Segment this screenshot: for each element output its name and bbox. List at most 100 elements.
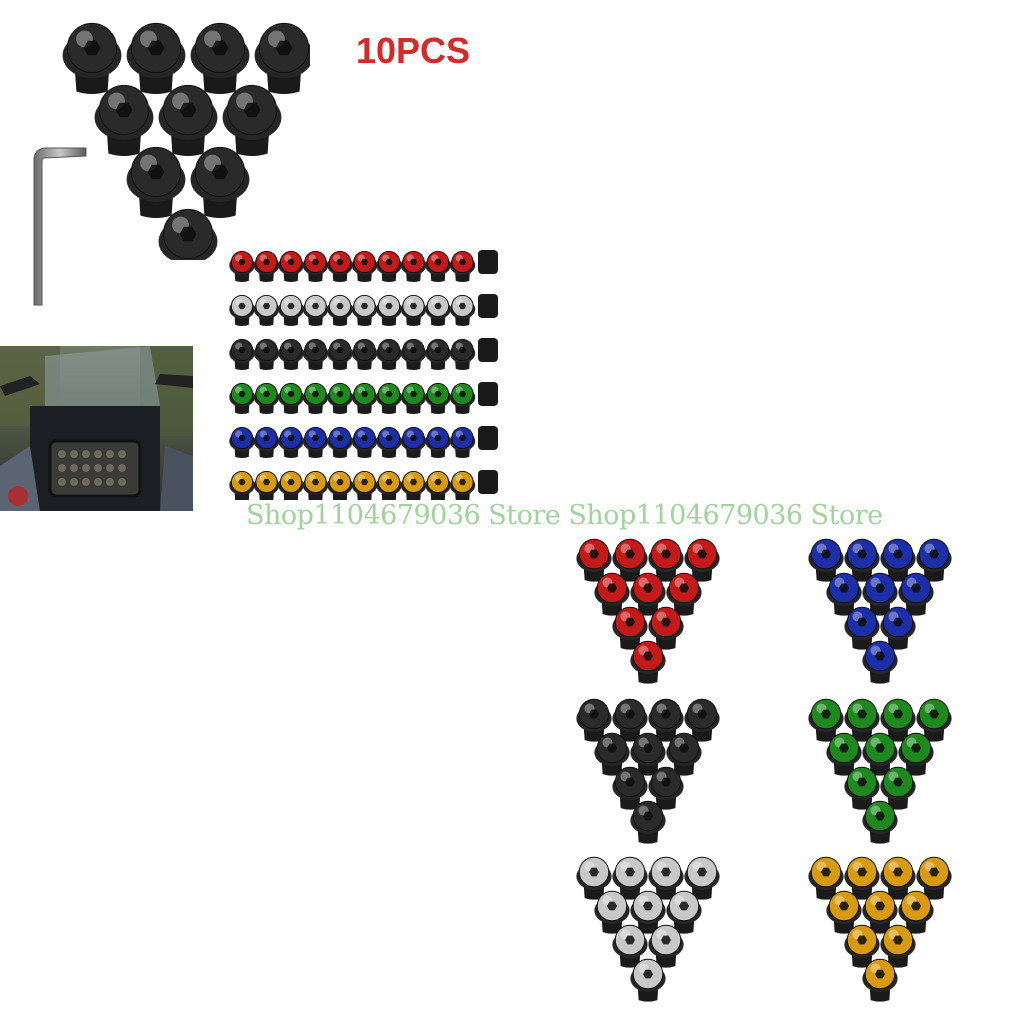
gold-bolt	[425, 470, 451, 500]
black-bolt	[253, 338, 280, 370]
silver-bolt	[400, 294, 427, 326]
black-bolt	[190, 146, 250, 219]
black-bolt	[612, 766, 648, 810]
black-bolt-tail	[478, 338, 498, 362]
red-bolt	[253, 250, 280, 282]
black-bolt	[190, 22, 250, 95]
gold-bolt	[862, 890, 898, 934]
gold-bolt	[916, 856, 952, 900]
silver-bolt	[376, 294, 402, 326]
red-bolt	[666, 572, 702, 616]
green-bolt-tail	[478, 382, 498, 406]
blue-bolt	[862, 572, 898, 616]
green-bolt	[916, 698, 952, 742]
gold-bolt	[826, 890, 862, 934]
red-bolt	[630, 572, 666, 616]
black-bolt-set	[576, 698, 720, 844]
blue-bolt	[862, 640, 898, 684]
green-bolt	[327, 382, 353, 414]
black-bolt	[126, 22, 186, 95]
silver-bolt	[449, 294, 476, 326]
black-bolt	[648, 766, 684, 810]
black-bolt	[351, 338, 378, 370]
red-bolt	[630, 640, 666, 684]
gold-bolt	[880, 856, 916, 900]
silver-bolt	[302, 294, 329, 326]
gold-bolt	[808, 856, 844, 900]
red-bolt-tail	[478, 250, 498, 274]
black-bolt	[158, 208, 218, 260]
silver-bolt	[594, 890, 630, 934]
gold-bolt	[327, 470, 353, 500]
black-bolt	[648, 698, 684, 742]
black-bolt	[425, 338, 451, 370]
blue-bolt	[880, 538, 916, 582]
green-bolt-set	[808, 698, 952, 844]
silver-bolt	[684, 856, 720, 900]
blue-bolt	[229, 426, 255, 458]
red-bolt	[400, 250, 427, 282]
silver-bolt	[630, 958, 666, 1002]
green-bolt	[351, 382, 378, 414]
blue-bolt	[425, 426, 451, 458]
green-bolt	[826, 732, 862, 776]
green-bolt	[253, 382, 280, 414]
black-bolt	[630, 732, 666, 776]
blue-bolt	[898, 572, 934, 616]
gold-bolt	[449, 470, 476, 500]
black-bolt	[302, 338, 329, 370]
blue-bolt	[278, 426, 304, 458]
silver-bolt	[253, 294, 280, 326]
gold-bolt-tail	[478, 470, 498, 494]
color-bolt-rows	[229, 250, 498, 500]
red-bolt	[684, 538, 720, 582]
black-bolt	[222, 84, 282, 157]
gold-bolt	[862, 958, 898, 1002]
red-bolt	[576, 538, 612, 582]
motorcycle-windscreen-photo	[0, 346, 193, 511]
silver-bolt	[630, 890, 666, 934]
quantity-label: 10PCS	[356, 30, 471, 71]
silver-bolt	[648, 924, 684, 968]
red-bolt	[327, 250, 353, 282]
black-bolt	[158, 84, 218, 157]
red-bolt	[425, 250, 451, 282]
green-bolt	[862, 800, 898, 844]
blue-bolt-set	[808, 538, 952, 684]
black-bolt	[594, 732, 630, 776]
black-bolt	[630, 800, 666, 844]
silver-bolt	[425, 294, 451, 326]
gold-bolt	[400, 470, 427, 500]
red-bolt	[594, 572, 630, 616]
red-bolt	[229, 250, 255, 282]
blue-bolt	[880, 606, 916, 650]
black-bolt	[576, 698, 612, 742]
black-bolt	[666, 732, 702, 776]
black-bolt	[376, 338, 402, 370]
silver-bolt	[666, 890, 702, 934]
silver-bolt-set	[576, 856, 720, 1002]
gold-bolt	[376, 470, 402, 500]
blue-bolt-tail	[478, 426, 498, 450]
green-bolt	[302, 382, 329, 414]
black-bolt	[684, 698, 720, 742]
green-bolt	[425, 382, 451, 414]
silver-bolt	[327, 294, 353, 326]
blue-bolt	[400, 426, 427, 458]
blue-bolt	[808, 538, 844, 582]
blue-bolt	[826, 572, 862, 616]
black-bolt	[612, 698, 648, 742]
blue-bolt	[327, 426, 353, 458]
red-bolt	[302, 250, 329, 282]
black-bolt	[254, 22, 310, 95]
blue-bolt	[449, 426, 476, 458]
gold-bolt	[351, 470, 378, 500]
gold-bolt	[880, 924, 916, 968]
silver-bolt	[612, 924, 648, 968]
green-bolt	[229, 382, 255, 414]
black-bolt	[449, 338, 476, 370]
blue-bolt	[376, 426, 402, 458]
gold-bolt	[229, 470, 255, 500]
store-watermark: Shop1104679036 Store Shop1104679036 Stor…	[246, 500, 883, 531]
green-bolt	[898, 732, 934, 776]
